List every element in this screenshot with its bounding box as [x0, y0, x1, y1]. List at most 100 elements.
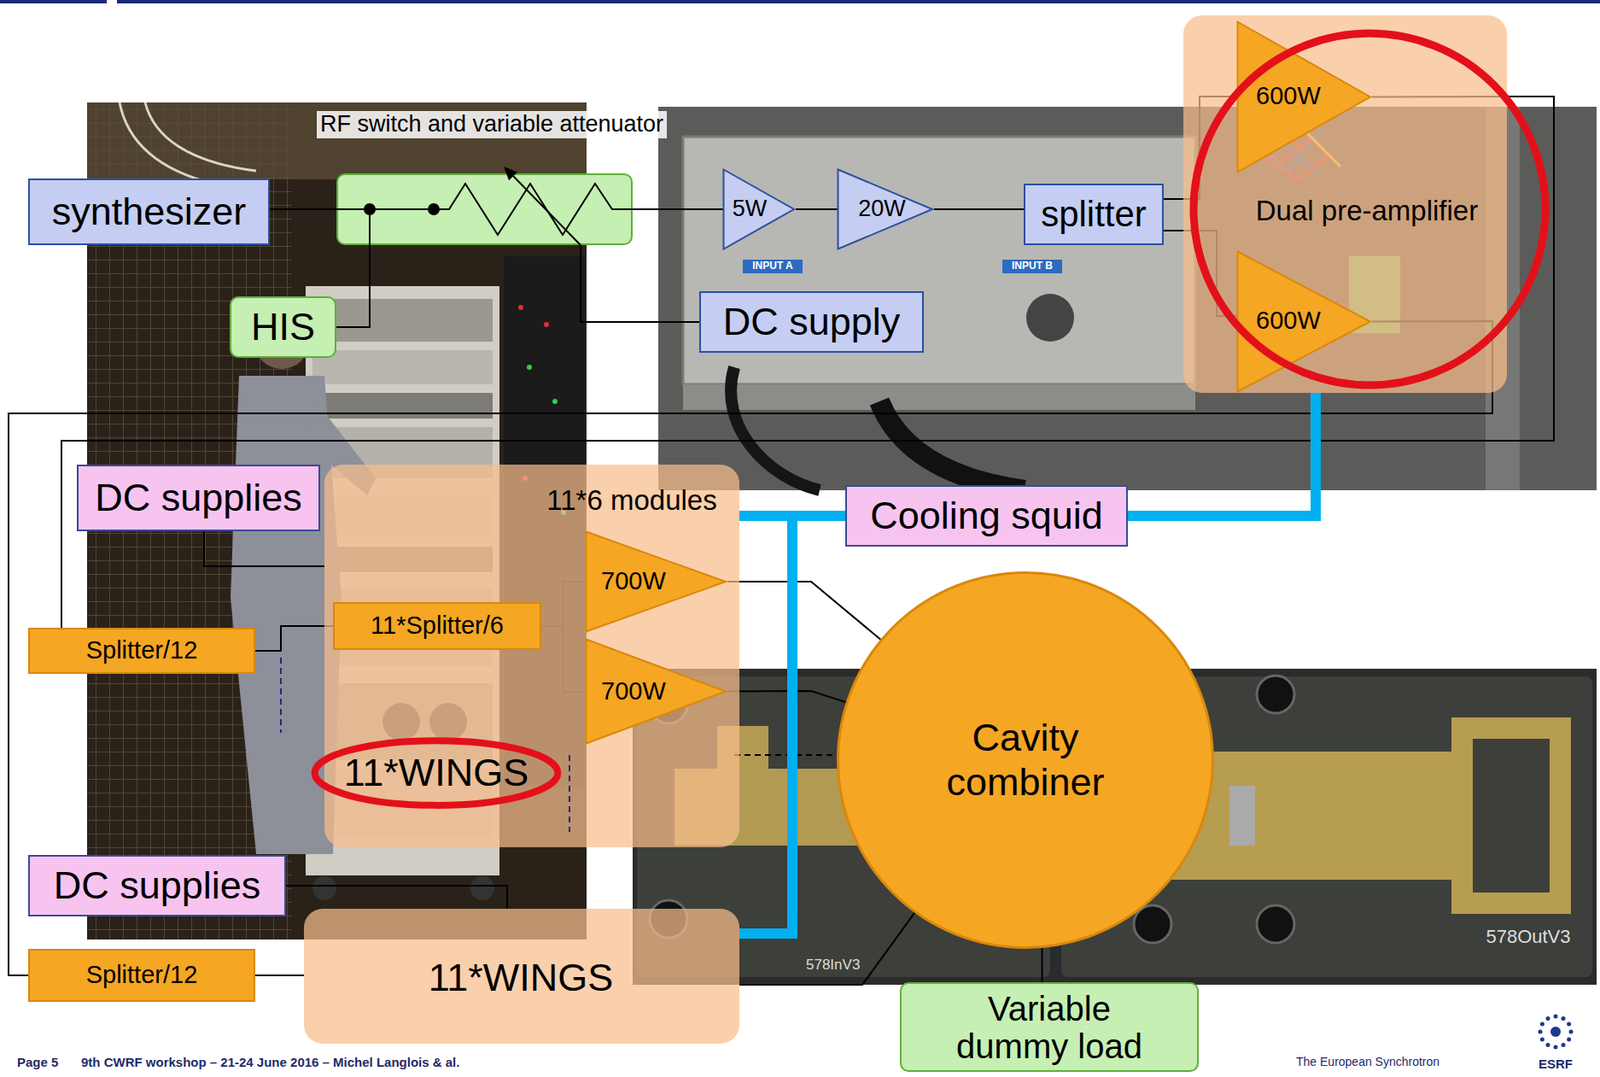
- node-text: splitter: [1040, 193, 1147, 235]
- triangle-shape: [1237, 251, 1372, 392]
- photo-detail: [1540, 1037, 1545, 1042]
- block-box: RF switch and variable attenuator: [336, 173, 633, 246]
- esrf-logo: [1538, 1014, 1574, 1050]
- triangle-shape: [586, 639, 727, 744]
- block-box: 11*Splitter/6: [332, 601, 542, 650]
- photo-detail: [1026, 293, 1075, 342]
- triangle-shape: [838, 169, 934, 250]
- photo-label: INPUT B: [1011, 260, 1053, 272]
- footer-text: Page 5: [17, 1055, 59, 1070]
- node-text: 600W: [1255, 306, 1321, 335]
- module-group: Dual pre-amplifier 600W 600W: [1183, 15, 1507, 393]
- photo-label: INPUT A: [752, 260, 794, 272]
- photo-detail: [1133, 905, 1172, 943]
- photo-detail: [742, 259, 803, 274]
- node-text: Splitter/12: [86, 636, 199, 665]
- highlight-circle: [1193, 33, 1546, 386]
- rf-cable: [255, 974, 304, 976]
- footer-text: The European Synchrotron: [1296, 1055, 1440, 1069]
- photo-detail: [1553, 1014, 1559, 1019]
- rf-cable: [336, 245, 370, 328]
- node-text: 11*WINGS: [344, 750, 530, 795]
- photo-detail: [683, 136, 1196, 385]
- photo-detail: [683, 384, 1196, 410]
- title-rule: [0, 0, 107, 4]
- photo-label: 578InV3: [805, 957, 860, 974]
- node-text: DC supplies: [53, 863, 262, 908]
- node-text: DC supply: [723, 299, 901, 345]
- node-text: HIS: [251, 304, 316, 350]
- rf-cable: [255, 625, 333, 651]
- rf-cable: [269, 208, 337, 211]
- rf-cable: [8, 321, 1493, 976]
- photo-detail: [1256, 675, 1295, 713]
- photo-detail: [503, 166, 518, 181]
- node-text: Variable dummy load: [938, 989, 1161, 1065]
- rf-cable: [286, 885, 508, 909]
- triangle-shape: [1237, 22, 1372, 173]
- block-box: Variable dummy load: [899, 981, 1199, 1072]
- rf-cable: [934, 208, 1024, 211]
- rf-cable: [1041, 946, 1044, 982]
- node-text: 11*6 modules: [546, 484, 717, 517]
- node-text: 700W: [601, 677, 666, 706]
- rf-cable: [795, 208, 839, 211]
- block-box: splitter: [1023, 183, 1164, 246]
- module-group: 11*WINGS: [303, 908, 740, 1044]
- photo-detail: [1566, 1037, 1571, 1042]
- photo-detail: [1451, 717, 1571, 914]
- cooling-pipe: [739, 515, 846, 934]
- amplifier-triangle: 600W: [1236, 250, 1373, 393]
- circle-shape: [838, 572, 1214, 948]
- node-text: Dual pre-amplifier: [1255, 194, 1478, 228]
- logo-text: ESRF: [1538, 1056, 1573, 1072]
- label-layer: INPUT AINPUT B578InV3578OutV3Page 59th C…: [0, 0, 1600, 115]
- photo-detail: [526, 364, 532, 370]
- photo-detail: [879, 401, 1025, 491]
- node-text: synthesizer: [52, 189, 247, 234]
- amplifier-triangle: 700W: [584, 530, 728, 633]
- rf-cable: [739, 911, 916, 985]
- node-text: Cavity combiner: [922, 715, 1128, 805]
- amplifier-triangle: 600W: [1236, 20, 1373, 174]
- module-group: 11*6 modules 11*WINGS 11*Splitter/6 700W 700…: [324, 464, 740, 847]
- photo-detail: [543, 321, 549, 328]
- photo-detail: [1546, 1016, 1551, 1021]
- photo-detail: [730, 367, 820, 491]
- photo-detail: [119, 102, 257, 184]
- node-text: Cooling squid: [870, 493, 1104, 538]
- photo-detail: [1002, 259, 1063, 274]
- photo-detail: [1538, 1029, 1543, 1034]
- photo-detail: [312, 875, 337, 900]
- block-box: Splitter/12: [28, 627, 256, 674]
- highlight-group: [315, 740, 559, 806]
- photo-detail: [1472, 738, 1550, 893]
- photo-detail: [312, 350, 493, 385]
- photo-detail: [513, 175, 581, 246]
- node-text: Splitter/12: [86, 960, 199, 989]
- rf-cable: [632, 208, 725, 211]
- highlight-ellipse: [315, 740, 559, 806]
- node-text: 5W: [732, 195, 768, 222]
- photo-detail: [336, 183, 633, 246]
- photo-detail: [470, 875, 495, 900]
- photo-detail: [734, 753, 833, 756]
- photo-detail: [552, 398, 558, 404]
- triangle-shape: [586, 531, 727, 632]
- photo-detail: [1566, 1021, 1571, 1027]
- block-box: HIS: [229, 296, 337, 358]
- photo-detail: [428, 204, 439, 215]
- photo-detail: [1229, 785, 1256, 846]
- photo-detail: [1553, 1045, 1559, 1050]
- photo-detail: [1561, 1042, 1566, 1047]
- block-box: DC supply: [699, 291, 924, 353]
- photo-detail: [312, 298, 493, 342]
- amplifier-triangle: 5W: [722, 168, 796, 251]
- switch-attenuator-symbol: [336, 166, 633, 246]
- node-text: 11*Splitter/6: [370, 611, 504, 640]
- rf-cable: [580, 245, 700, 322]
- block-box: DC supplies: [76, 464, 321, 532]
- footer-text: 9th CWRF workshop – 21-24 June 2016 – Mi…: [81, 1055, 460, 1070]
